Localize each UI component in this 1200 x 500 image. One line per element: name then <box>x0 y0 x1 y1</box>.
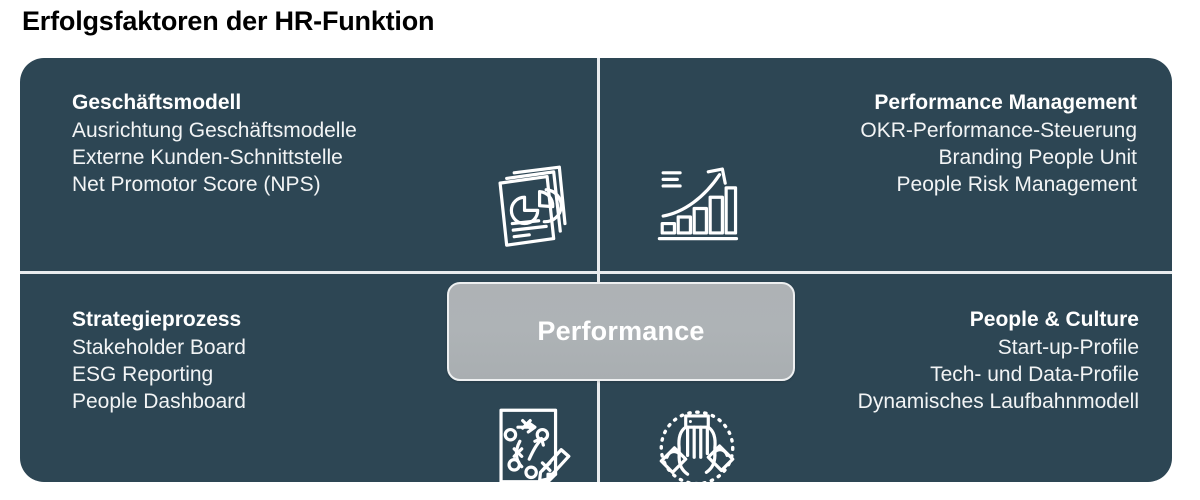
quadrant-line: People Risk Management <box>896 173 1137 197</box>
quadrant-line: Tech- und Data-Profile <box>930 363 1139 387</box>
quadrant-line: Branding People Unit <box>938 146 1137 170</box>
center-badge-performance[interactable]: Performance <box>447 282 795 381</box>
strategy-playbook-pencil-icon <box>486 399 580 482</box>
teamwork-hands-icon <box>650 399 744 482</box>
documents-pie-chart-icon <box>486 154 580 248</box>
quadrant-title: People & Culture <box>969 308 1139 331</box>
success-factors-matrix: Geschäftsmodell Ausrichtung Geschäftsmod… <box>20 58 1172 482</box>
horizontal-divider <box>20 271 1172 274</box>
quadrant-title: Geschäftsmodell <box>72 91 242 114</box>
quadrant-text-block: Strategieprozess Stakeholder Board ESG R… <box>72 306 246 415</box>
quadrant-line: Ausrichtung Geschäftsmodelle <box>72 119 357 143</box>
quadrant-performance-management: Performance Management OKR-Performance-S… <box>600 58 1172 271</box>
growth-bar-chart-arrow-icon <box>650 154 744 248</box>
quadrant-line: Externe Kunden-Schnittstelle <box>72 146 343 170</box>
quadrant-line: Dynamisches Laufbahnmodell <box>857 390 1139 414</box>
quadrant-title: Performance Management <box>874 91 1137 114</box>
quadrant-text-block: People & Culture Start-up-Profile Tech- … <box>858 306 1139 415</box>
quadrant-line: ESG Reporting <box>72 363 214 387</box>
quadrant-text-block: Performance Management OKR-Performance-S… <box>860 89 1137 198</box>
page-title: Erfolgsfaktoren der HR-Funktion <box>22 6 435 36</box>
quadrant-line: OKR-Performance-Steuerung <box>860 119 1137 143</box>
quadrant-line: People Dashboard <box>72 390 246 414</box>
vertical-divider <box>597 58 600 482</box>
quadrant-text-block: Geschäftsmodell Ausrichtung Geschäftsmod… <box>72 89 357 198</box>
quadrant-line: Stakeholder Board <box>72 336 246 360</box>
center-badge-label: Performance <box>537 316 705 346</box>
quadrant-line: Net Promotor Score (NPS) <box>72 173 321 197</box>
quadrant-line: Start-up-Profile <box>997 336 1139 360</box>
quadrant-geschaeftsmodell: Geschäftsmodell Ausrichtung Geschäftsmod… <box>20 58 597 271</box>
quadrant-title: Strategieprozess <box>72 308 242 331</box>
quadrant-strategieprozess: Strategieprozess Stakeholder Board ESG R… <box>20 274 597 482</box>
quadrant-people-and-culture: People & Culture Start-up-Profile Tech- … <box>600 274 1172 482</box>
